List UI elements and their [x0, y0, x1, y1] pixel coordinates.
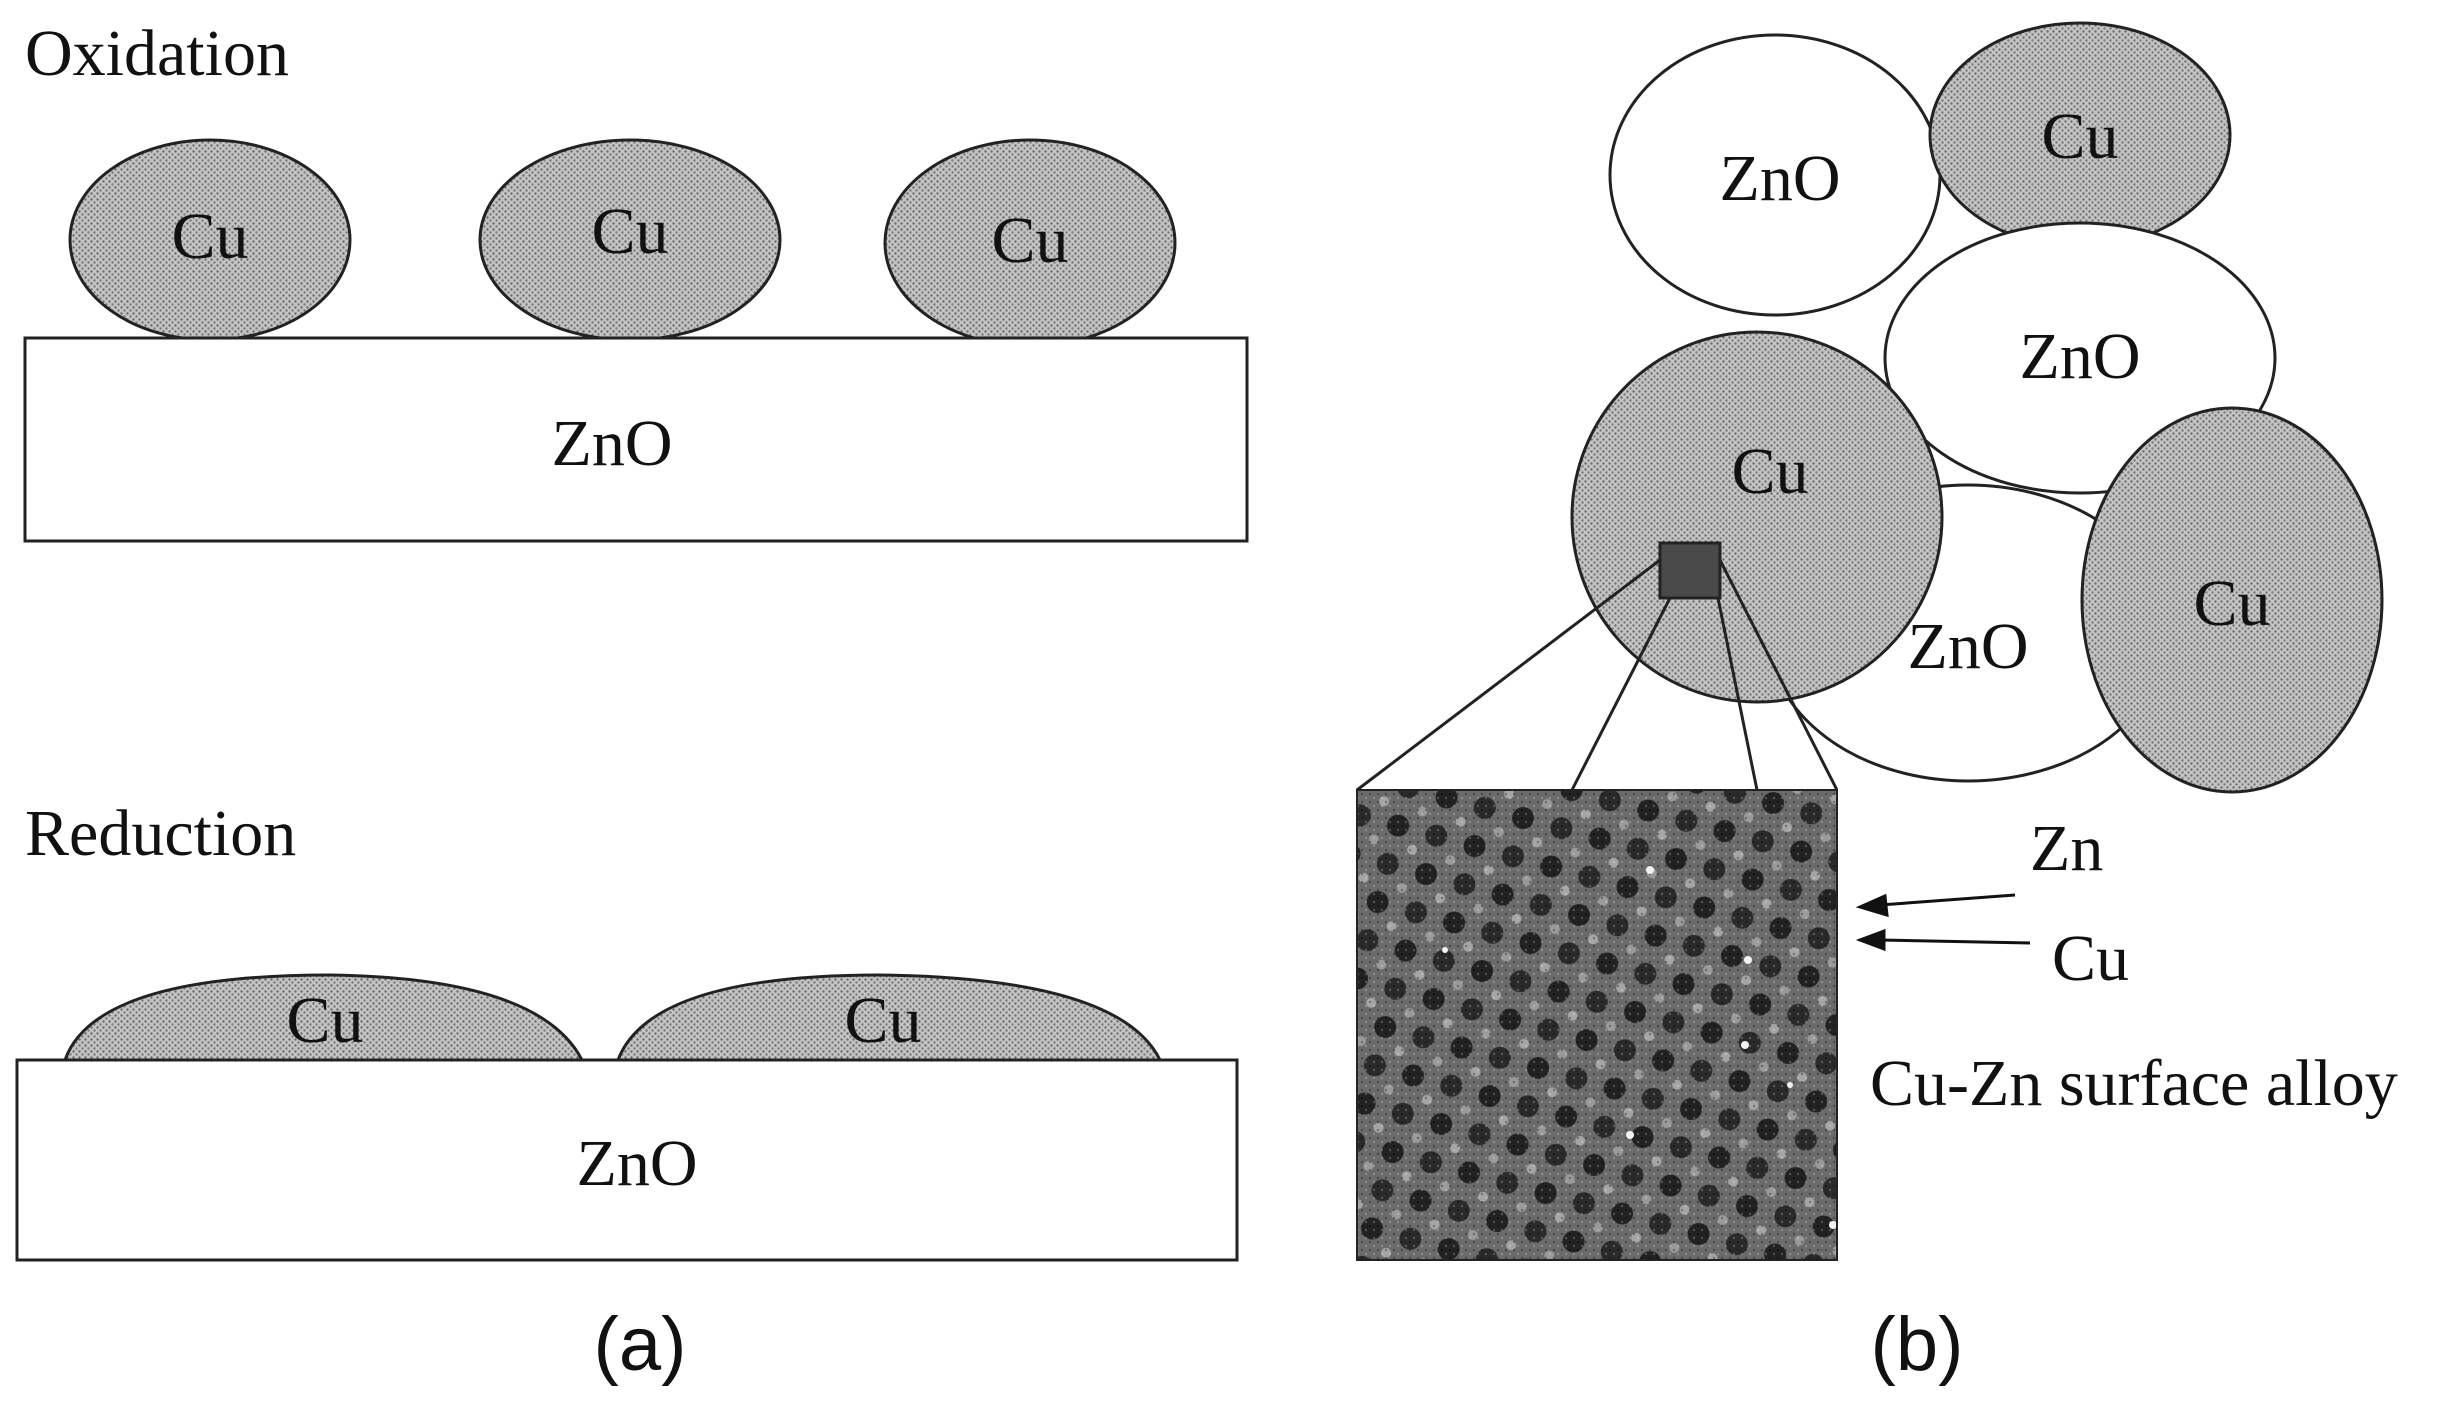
- cu-grain-big: [1570, 330, 1944, 704]
- zno-grain-1-label: ZnO: [1720, 142, 1841, 215]
- panel-a-label: (a): [594, 1302, 687, 1387]
- zno-grain-3-label: ZnO: [1908, 610, 2029, 683]
- panel-b-label: (b): [1871, 1302, 1964, 1387]
- reduction-title: Reduction: [25, 797, 296, 870]
- alloy-inset-frame: [1356, 789, 1838, 1261]
- cu-grain-big-label: Cu: [1731, 435, 1808, 508]
- magnified-region-marker: [1658, 541, 1722, 600]
- reduction-section: Reduction Cu Cu ZnO: [15, 797, 1239, 1262]
- cu-wetted-particle-1-label: Cu: [286, 984, 363, 1057]
- alloy-inset: [1356, 789, 1838, 1261]
- panel-b: ZnO Cu ZnO ZnO Cu Cu: [1356, 21, 2398, 1387]
- cu-site-label: Cu: [2052, 922, 2129, 995]
- zno-support-reduction-label: ZnO: [577, 1127, 698, 1200]
- cu-particle-3-label: Cu: [991, 204, 1068, 277]
- zn-site-label: Zn: [2030, 812, 2103, 885]
- zno-support-oxidation: [23, 336, 1249, 543]
- zno-grain-2-label: ZnO: [2020, 320, 2141, 393]
- panel-a: Oxidation Cu Cu Cu ZnO Reduction Cu Cu Z…: [15, 17, 1249, 1387]
- oxidation-section: Oxidation Cu Cu Cu ZnO: [23, 17, 1249, 543]
- alloy-bright-spots: [1442, 866, 1837, 1229]
- cu-particle-1-label: Cu: [171, 200, 248, 273]
- cu-particle-2-label: Cu: [591, 195, 668, 268]
- alloy-inset-grain: [1357, 790, 1837, 1260]
- zn-arrow: [1855, 893, 2016, 918]
- cu-arrow: [1855, 928, 2031, 952]
- cu-wetted-particle-2: [615, 973, 1163, 1062]
- cu-grain-1-label: Cu: [2041, 100, 2118, 173]
- zno-support-reduction: [15, 1058, 1239, 1262]
- zoom-lines: [1356, 558, 1839, 792]
- cu-grain-2-label: Cu: [2193, 567, 2270, 640]
- cu-wetted-particle-2-label: Cu: [844, 984, 921, 1057]
- oxidation-title: Oxidation: [25, 17, 289, 90]
- alloy-caption: Cu-Zn surface alloy: [1870, 1047, 2398, 1120]
- cu-wetted-particle-1: [62, 973, 585, 1062]
- cu-grain-2: [2080, 406, 2384, 794]
- zno-support-oxidation-label: ZnO: [552, 407, 673, 480]
